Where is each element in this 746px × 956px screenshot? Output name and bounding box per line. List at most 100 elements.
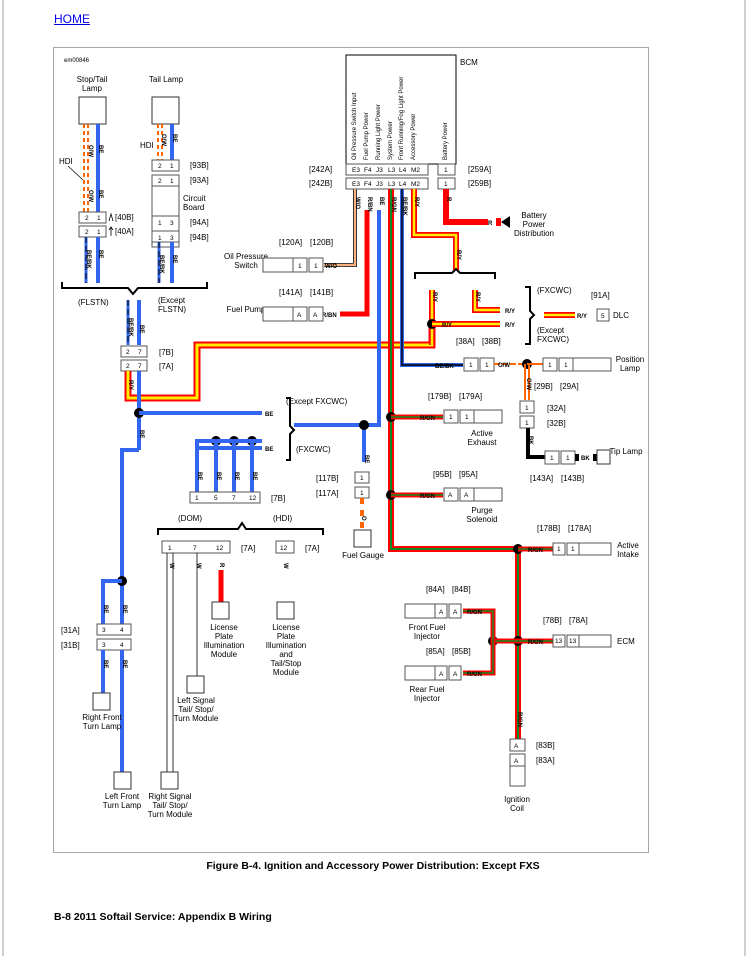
label-line: Turn Module bbox=[148, 810, 193, 819]
pin: 2 bbox=[158, 163, 162, 170]
label-line: Board bbox=[183, 203, 204, 212]
connector-117b-label: [117B] bbox=[316, 474, 339, 483]
wire-rbn bbox=[340, 210, 370, 317]
pin: 2 bbox=[126, 349, 130, 356]
connector-symbol bbox=[108, 226, 114, 236]
bcm-pin: J3 bbox=[376, 181, 383, 188]
connector-40b bbox=[78, 211, 107, 224]
connector-84a-label: [84A] bbox=[426, 585, 445, 594]
connector-7a-top bbox=[120, 359, 148, 372]
connector-141b bbox=[308, 306, 324, 322]
connector-178b bbox=[552, 542, 566, 556]
pin: 12 bbox=[249, 495, 257, 502]
pin: 1 bbox=[97, 229, 101, 236]
bcm-pin: E3 bbox=[352, 167, 360, 174]
wire-label-rgn: R/GN bbox=[420, 416, 435, 422]
connector-78a-label: [78A] bbox=[569, 616, 588, 625]
pin: 1 bbox=[485, 362, 489, 369]
pin: 2 bbox=[85, 215, 89, 222]
connector-32a bbox=[519, 400, 535, 414]
variant-brace bbox=[157, 521, 324, 535]
pin: 5 bbox=[601, 313, 605, 320]
connector-143a bbox=[544, 450, 560, 465]
wire-wo bbox=[324, 189, 357, 267]
wire-label-rgn: R/GN bbox=[528, 640, 543, 646]
connector-7b-top bbox=[120, 345, 148, 358]
wire-label-ry: R/Y bbox=[431, 292, 437, 302]
connector-78b bbox=[552, 634, 566, 648]
connector-29a-label: [29A] bbox=[560, 382, 579, 391]
connector-179a-label: [179A] bbox=[459, 392, 482, 401]
ecm bbox=[578, 634, 612, 648]
wire-label-bebk: BE/BK bbox=[401, 197, 407, 216]
hdi-label-1: HDI bbox=[59, 157, 73, 166]
connector-141b-label: [141B] bbox=[310, 288, 333, 297]
wire-label-bk: BK bbox=[581, 456, 590, 462]
pin: 1 bbox=[550, 455, 554, 462]
pin: 1 bbox=[557, 546, 561, 553]
connector-120b-label: [120B] bbox=[310, 238, 333, 247]
connector-120a bbox=[292, 257, 308, 273]
home-link[interactable]: HOME bbox=[54, 12, 90, 26]
dlc-connector bbox=[596, 308, 610, 322]
fuel-pump-label: Fuel Pump bbox=[227, 305, 266, 314]
connector-93b bbox=[151, 159, 180, 172]
wire-label-rgn: R/GN bbox=[467, 610, 482, 616]
wire-bk bbox=[526, 428, 545, 459]
pin: 3 bbox=[102, 642, 106, 649]
pin: 2 bbox=[158, 178, 162, 185]
wire-label-w: W bbox=[195, 563, 201, 569]
pin: 1 bbox=[360, 475, 364, 482]
connector-38b-label: [38B] bbox=[482, 337, 501, 346]
pin: 12 bbox=[216, 545, 224, 552]
wire-rgn-stripe bbox=[390, 189, 519, 745]
wire-be-to-turn bbox=[120, 448, 139, 625]
wire-label-rbn: R/BN bbox=[366, 197, 372, 212]
pin: 3 bbox=[102, 627, 106, 634]
wire-label-be: BE bbox=[196, 472, 202, 480]
wire-label-be: BE bbox=[363, 455, 369, 463]
pin: A bbox=[453, 671, 458, 678]
wire-label-ow-2: O/W bbox=[87, 190, 93, 202]
wire-r-battery bbox=[443, 189, 488, 225]
pin: 3 bbox=[170, 235, 174, 242]
wire-label-be: BE bbox=[378, 197, 384, 205]
pin: 1 bbox=[97, 215, 101, 222]
bcm-pin: E3 bbox=[352, 181, 360, 188]
ignition-coil bbox=[509, 765, 526, 787]
label-line: Injector bbox=[414, 694, 441, 703]
connector-95b-label: [95B] bbox=[433, 470, 452, 479]
connector-29b-label: [29B] bbox=[534, 382, 553, 391]
wire-label-be: BE bbox=[138, 325, 144, 333]
connector-40b-label: [40B] bbox=[115, 213, 134, 222]
wire-label-bebk: BE/BK bbox=[435, 364, 454, 370]
connector-91a-label: [91A] bbox=[591, 291, 610, 300]
connector-95a-label: [95A] bbox=[459, 470, 478, 479]
pin: 1 bbox=[566, 455, 570, 462]
wire-ry-stripe bbox=[412, 189, 458, 270]
wire-label-be: BE bbox=[102, 605, 108, 613]
connector-94b bbox=[151, 230, 180, 243]
bcm-pin-function: Fuel Pump Power bbox=[364, 112, 370, 160]
pin: A bbox=[453, 609, 458, 616]
right-front-turn-lamp bbox=[92, 692, 111, 711]
oil-pressure-switch bbox=[262, 257, 294, 273]
ecm-label: ECM bbox=[617, 637, 635, 646]
wire-label-o: O bbox=[360, 516, 366, 521]
wire-label-be: BE bbox=[251, 472, 257, 480]
bcm-module bbox=[345, 54, 457, 165]
connector-117a-label: [117A] bbox=[316, 489, 339, 498]
pin: A bbox=[439, 671, 444, 678]
wire-label-be: BE bbox=[102, 660, 108, 668]
left-signal-module bbox=[186, 675, 205, 694]
connector-94b-label: [94B] bbox=[190, 233, 209, 242]
variant-brace bbox=[61, 282, 208, 296]
pin: A bbox=[514, 758, 519, 765]
connector-178a-label: [178A] bbox=[568, 524, 591, 533]
bcm-pin: M2 bbox=[411, 181, 420, 188]
